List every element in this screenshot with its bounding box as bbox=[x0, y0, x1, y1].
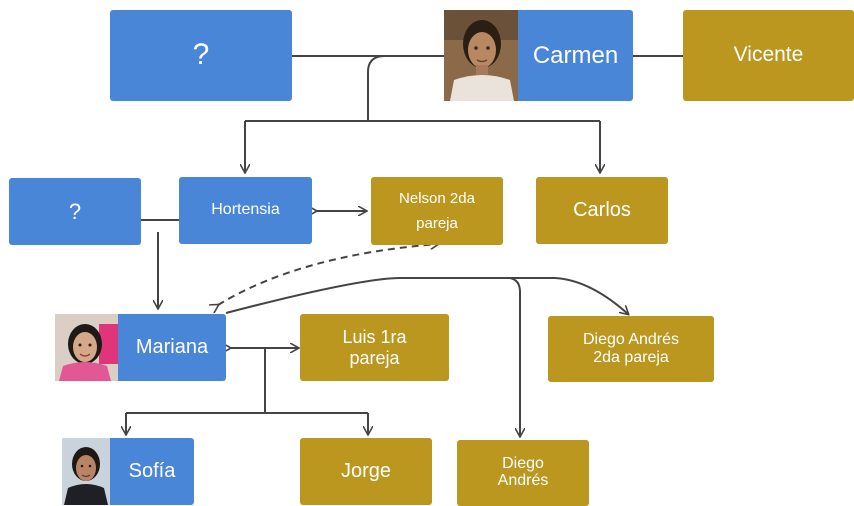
person-unknown-left[interactable]: ? bbox=[9, 178, 141, 245]
person-vicente-label: Vicente bbox=[733, 43, 804, 67]
person-nelson-label: Nelson 2da pareja bbox=[399, 189, 475, 233]
person-mariana[interactable]: Mariana bbox=[118, 314, 226, 381]
person-luis[interactable]: Luis 1ra pareja bbox=[300, 314, 449, 381]
person-unknown-top-label: ? bbox=[192, 38, 210, 72]
person-diego-andres-child[interactable]: Diego Andrés bbox=[457, 440, 589, 506]
person-diego-andres-child-label: Diego Andrés bbox=[497, 455, 549, 489]
sofia-photo bbox=[62, 438, 110, 505]
arrow-to-diego-child bbox=[447, 277, 520, 436]
person-mariana-label: Mariana bbox=[135, 336, 209, 358]
person-vicente[interactable]: Vicente bbox=[683, 10, 854, 101]
mariana-photo bbox=[55, 314, 118, 381]
person-diego-andres-partner[interactable]: Diego Andrés 2da pareja bbox=[548, 316, 714, 382]
person-carmen[interactable]: Carmen bbox=[518, 10, 633, 101]
person-hortensia[interactable]: Hortensia bbox=[179, 177, 312, 244]
person-hortensia-label: Hortensia bbox=[211, 201, 280, 219]
person-jorge[interactable]: Jorge bbox=[300, 438, 432, 505]
descent-line-carmen bbox=[367, 55, 386, 121]
person-nelson[interactable]: Nelson 2da pareja bbox=[371, 177, 503, 245]
person-carlos[interactable]: Carlos bbox=[536, 177, 668, 244]
dashed-link-mariana-nelson bbox=[218, 244, 438, 305]
person-diego-andres-partner-label: Diego Andrés 2da pareja bbox=[582, 330, 680, 366]
person-carmen-label: Carmen bbox=[532, 41, 619, 69]
person-sofia-label: Sofía bbox=[128, 460, 176, 482]
person-unknown-top[interactable]: ? bbox=[110, 10, 292, 101]
person-luis-label: Luis 1ra pareja bbox=[342, 326, 407, 368]
carmen-photo bbox=[444, 10, 518, 101]
person-carlos-label: Carlos bbox=[573, 199, 631, 221]
person-sofia[interactable]: Sofía bbox=[110, 438, 194, 505]
person-jorge-label: Jorge bbox=[340, 460, 392, 482]
arrow-mariana-diego-partner bbox=[225, 277, 628, 314]
person-unknown-left-label: ? bbox=[68, 198, 82, 224]
